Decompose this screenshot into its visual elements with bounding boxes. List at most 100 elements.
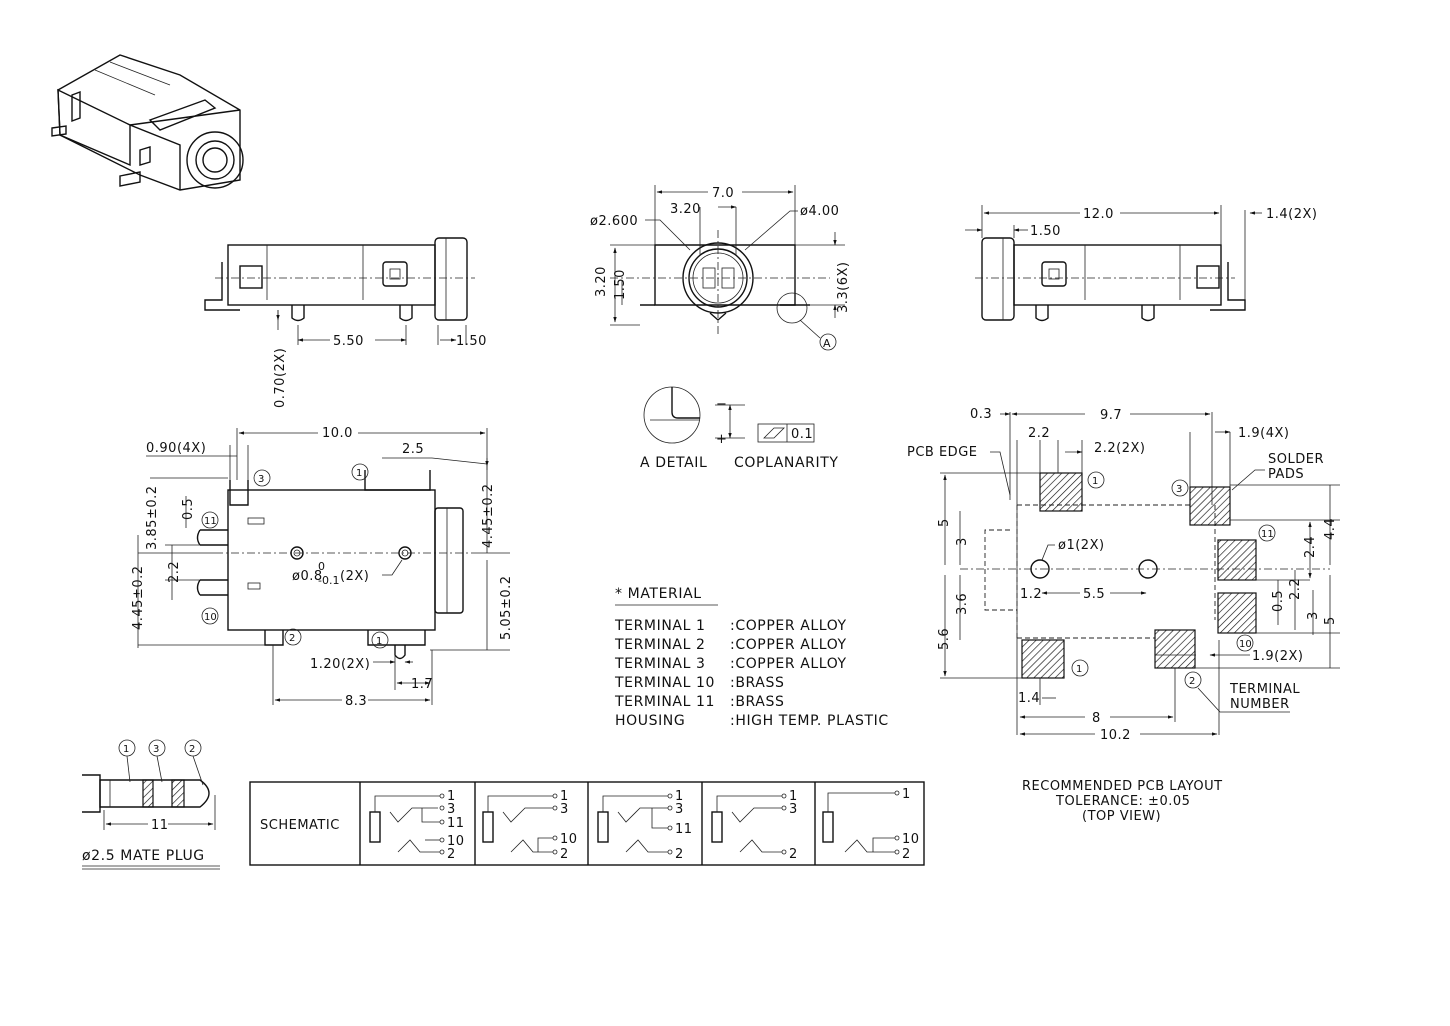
schematic-pin: 1 bbox=[560, 789, 569, 804]
dim-1-7: 1.7 bbox=[411, 677, 433, 692]
pad-terminal-1-bottom: 1 bbox=[1076, 664, 1082, 675]
coplanarity-tolerance: 0.1 bbox=[791, 427, 813, 442]
material-row-value: :HIGH TEMP. PLASTIC bbox=[730, 713, 889, 729]
pcb-dim-10-2: 10.2 bbox=[1100, 728, 1131, 743]
schematic-cell-2: 1 3 10 2 bbox=[482, 789, 577, 862]
terminal-1-top-marker: 1 bbox=[356, 468, 362, 479]
flatness-icon bbox=[763, 427, 785, 439]
pcb-dim-3-right: 3 bbox=[1306, 611, 1321, 620]
material-row-name: TERMINAL 3 bbox=[614, 656, 706, 672]
dim-1-50-side: 1.50 bbox=[613, 269, 628, 300]
pcb-dim-5-5: 5.5 bbox=[1083, 587, 1105, 602]
dim-0-5-top: 0.5 bbox=[181, 498, 196, 520]
dim-3-20-top: 3.20 bbox=[670, 202, 701, 217]
pcb-dim-0-3: 0.3 bbox=[970, 407, 992, 422]
pcb-dim-2-2-2x: 2.2(2X) bbox=[1094, 441, 1146, 456]
pcb-caption-line-3: (TOP VIEW) bbox=[1082, 809, 1161, 824]
schematic-cell-5: 1 10 2 bbox=[822, 787, 920, 862]
side-view-left: 5.50 1.50 0.70(2X) bbox=[204, 237, 487, 408]
pcb-dim-0-5-right: 0.5 bbox=[1271, 590, 1286, 612]
coplanarity-label: COPLANARITY bbox=[734, 455, 839, 471]
terminal-number-label-1: TERMINAL bbox=[1229, 682, 1300, 697]
schematic-pin: 3 bbox=[789, 802, 798, 817]
schematic-pin: 2 bbox=[447, 847, 456, 862]
pcb-dim-5-right: 5 bbox=[1323, 616, 1338, 625]
dim-5-05: 5.05±0.2 bbox=[499, 575, 514, 640]
pcb-dim-dia-1-2x: ø1(2X) bbox=[1058, 538, 1105, 553]
dim-1-50: 1.50 bbox=[456, 334, 487, 349]
front-view: 7.0 ø2.600 3.20 ø4.00 3.20 1.50 3.3(6X) … bbox=[590, 185, 851, 351]
pcb-dim-5-left: 5 bbox=[937, 518, 952, 527]
schematic-header: SCHEMATIC bbox=[260, 818, 340, 833]
material-row-value: :BRASS bbox=[730, 694, 784, 710]
material-row-value: :COPPER ALLOY bbox=[730, 656, 847, 672]
pcb-dim-4-4: 4.4 bbox=[1323, 518, 1338, 540]
dim-4-45-left: 4.45±0.2 bbox=[131, 565, 146, 630]
side-view-right: 12.0 1.4(2X) 1.50 bbox=[965, 205, 1318, 322]
material-row-name: HOUSING bbox=[615, 713, 685, 729]
schematic-pin: 3 bbox=[675, 802, 684, 817]
material-row-name: TERMINAL 1 bbox=[614, 618, 706, 634]
schematic-cell-1: 1 3 11 10 2 bbox=[369, 789, 465, 862]
dim-8-3: 8.3 bbox=[345, 694, 367, 709]
pad-terminal-1-top: 1 bbox=[1092, 476, 1098, 487]
dim-0-70-2x: 0.70(2X) bbox=[273, 348, 288, 408]
solder-pads-label-1: SOLDER bbox=[1268, 452, 1324, 467]
pcb-caption-line-1: RECOMMENDED PCB LAYOUT bbox=[1022, 779, 1223, 794]
dim-dia-0-8-lower-tol: -0.1 bbox=[318, 574, 339, 587]
material-row-name: TERMINAL 2 bbox=[614, 637, 706, 653]
dim-dia-4-00: ø4.00 bbox=[800, 204, 839, 219]
plug-terminal-3: 3 bbox=[153, 744, 159, 755]
pcb-dim-1-9-2x: 1.9(2X) bbox=[1252, 649, 1304, 664]
pcb-dim-1-9-4x: 1.9(4X) bbox=[1238, 426, 1290, 441]
dim-3-20-side: 3.20 bbox=[594, 266, 609, 297]
dim-2-2-top: 2.2 bbox=[167, 561, 182, 583]
dim-4-45-right: 4.45±0.2 bbox=[481, 483, 496, 548]
dim-1-4-2x: 1.4(2X) bbox=[1266, 207, 1318, 222]
schematic-pin: 1 bbox=[789, 789, 798, 804]
schematic-pin: 2 bbox=[560, 847, 569, 862]
schematic-pin: 10 bbox=[902, 832, 920, 847]
schematic-cell-4: 1 3 2 bbox=[711, 789, 798, 862]
tolerance-minus: − bbox=[716, 397, 727, 412]
terminal-2-marker: 2 bbox=[289, 633, 295, 644]
pcb-dim-2-2-right: 2.2 bbox=[1288, 578, 1303, 600]
detail-a-coplanarity: − + 0.1 A DETAIL COPLANARITY bbox=[640, 386, 839, 471]
schematic-table: SCHEMATIC 1 3 11 10 2 1 bbox=[249, 781, 925, 866]
pcb-dim-1-2: 1.2 bbox=[1020, 587, 1042, 602]
material-row-name: TERMINAL 10 bbox=[614, 675, 715, 691]
dim-dia-0-8-upper-tol: 0 bbox=[318, 560, 325, 573]
dim-1-20-2x: 1.20(2X) bbox=[310, 657, 370, 672]
dim-2-5: 2.5 bbox=[402, 442, 424, 457]
material-row-value: :COPPER ALLOY bbox=[730, 637, 847, 653]
schematic-pin: 11 bbox=[675, 822, 693, 837]
schematic-pin: 1 bbox=[675, 789, 684, 804]
dim-dia-0-8: ø0.8 bbox=[292, 569, 323, 584]
schematic-pin: 2 bbox=[902, 847, 911, 862]
pcb-dim-9-7: 9.7 bbox=[1100, 408, 1122, 423]
pcb-caption-line-2: TOLERANCE: ±0.05 bbox=[1055, 794, 1190, 809]
schematic-pin: 2 bbox=[789, 847, 798, 862]
pad-terminal-11: 11 bbox=[1261, 529, 1274, 540]
isometric-view-illustration bbox=[51, 54, 244, 191]
terminal-3-marker: 3 bbox=[258, 474, 264, 485]
terminal-10-marker: 10 bbox=[204, 612, 217, 623]
material-table: * MATERIAL TERMINAL 1 :COPPER ALLOY TERM… bbox=[614, 586, 889, 729]
schematic-pin: 11 bbox=[447, 816, 465, 831]
schematic-pin: 3 bbox=[560, 802, 569, 817]
pad-terminal-10: 10 bbox=[1239, 639, 1252, 650]
terminal-number-label-2: NUMBER bbox=[1230, 697, 1290, 712]
dim-1-50-right: 1.50 bbox=[1030, 224, 1061, 239]
pcb-layout: 1 3 11 10 1 2 0.3 9.7 2.2 2.2(2X) 1.9(4X… bbox=[907, 407, 1340, 824]
a-detail-label: A DETAIL bbox=[640, 455, 707, 471]
schematic-pin: 2 bbox=[675, 847, 684, 862]
pcb-dim-2-4: 2.4 bbox=[1303, 536, 1318, 558]
pad-terminal-3: 3 bbox=[1176, 484, 1182, 495]
material-row-value: :BRASS bbox=[730, 675, 784, 691]
terminal-11-marker: 11 bbox=[204, 516, 217, 527]
pcb-dim-3-left: 3 bbox=[955, 537, 970, 546]
dim-dia-2-600: ø2.600 bbox=[590, 214, 638, 229]
schematic-cell-3: 1 3 11 2 bbox=[597, 789, 693, 862]
mate-plug-caption: ø2.5 MATE PLUG bbox=[82, 848, 205, 864]
